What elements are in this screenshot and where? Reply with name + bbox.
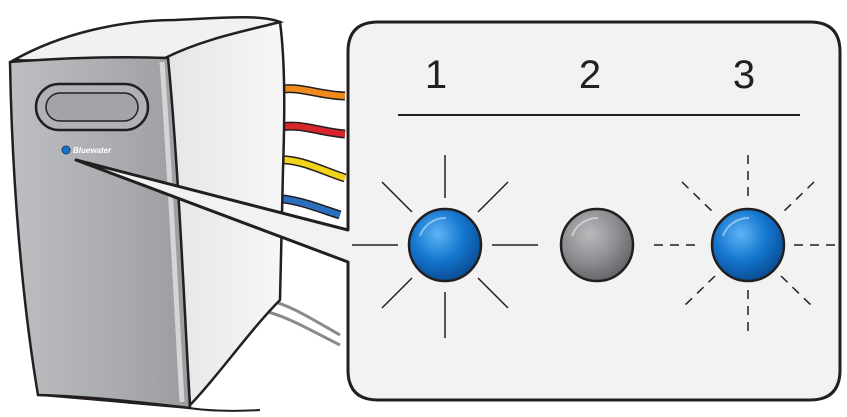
tube-grey xyxy=(267,298,341,337)
step-number-2: 2 xyxy=(579,53,601,97)
led-callout: 1 2 3 xyxy=(74,20,842,402)
led-1-rays xyxy=(352,155,538,338)
device-illustration: Bluewater xyxy=(8,15,347,412)
device-brand-label: Bluewater xyxy=(73,146,112,155)
led-3-rays xyxy=(654,155,840,338)
device-status-led xyxy=(61,145,71,155)
step-number-1: 1 xyxy=(425,53,447,97)
led-1-indicator xyxy=(407,207,483,283)
led-3-indicator xyxy=(710,207,786,283)
led-2-indicator xyxy=(559,207,635,283)
step-number-3: 3 xyxy=(733,53,755,97)
